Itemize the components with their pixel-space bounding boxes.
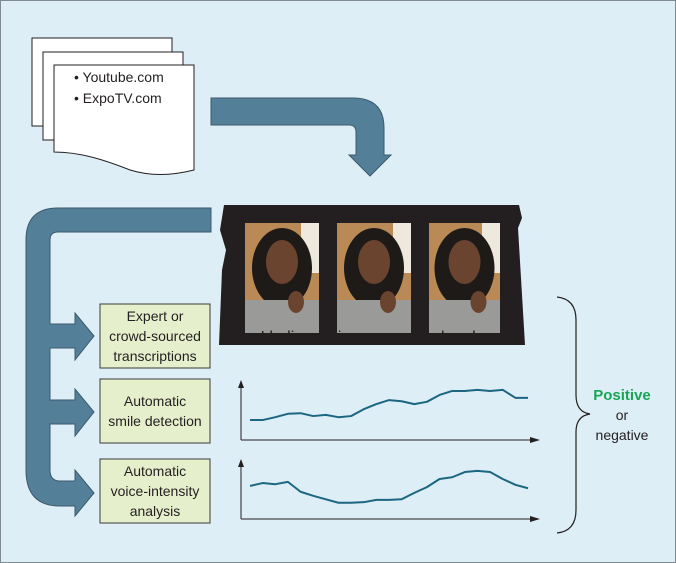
source-documents: • Youtube.com • ExpoTV.com xyxy=(31,37,195,175)
x-axis-arrow-icon xyxy=(530,516,540,522)
source-youtube: • Youtube.com xyxy=(74,69,164,85)
video-frame xyxy=(245,223,319,333)
outcome-or: or xyxy=(616,407,629,423)
modality-box-transcriptions: Expert or crowd-sourced transcriptions xyxy=(99,303,211,369)
video-frame xyxy=(337,223,411,333)
box-label: Automatic xyxy=(124,463,186,479)
source-expotv: • ExpoTV.com xyxy=(74,90,162,106)
box-label: Automatic xyxy=(124,393,186,409)
smile-chart xyxy=(238,380,540,443)
voice-chart xyxy=(238,459,540,522)
box-label: transcriptions xyxy=(113,348,196,364)
box-label: smile detection xyxy=(108,413,201,429)
outcome-negative: negative xyxy=(596,427,649,443)
series-line xyxy=(250,388,528,422)
box-label: voice-intensity xyxy=(111,483,200,499)
y-axis-arrow-icon xyxy=(238,380,244,388)
transcript-quote: … I believe this camera is a bomb … xyxy=(240,329,501,346)
x-axis-arrow-icon xyxy=(530,437,540,443)
box-label: crowd-sourced xyxy=(109,328,201,344)
video-filmstrip xyxy=(219,205,525,345)
y-axis-arrow-icon xyxy=(238,459,244,467)
video-frame xyxy=(429,223,500,333)
series-line xyxy=(249,469,529,504)
arrow-to-video-icon xyxy=(210,97,393,177)
arrow-to-modalities-icon xyxy=(25,207,212,518)
modality-box-voice: Automatic voice-intensity analysis xyxy=(99,458,211,524)
box-label: Expert or xyxy=(127,308,184,324)
box-label: analysis xyxy=(130,503,181,519)
outcome-positive: Positive xyxy=(593,387,651,404)
curly-brace-icon xyxy=(556,296,591,534)
document-page-front xyxy=(53,64,195,175)
modality-box-smile: Automatic smile detection xyxy=(99,378,211,444)
